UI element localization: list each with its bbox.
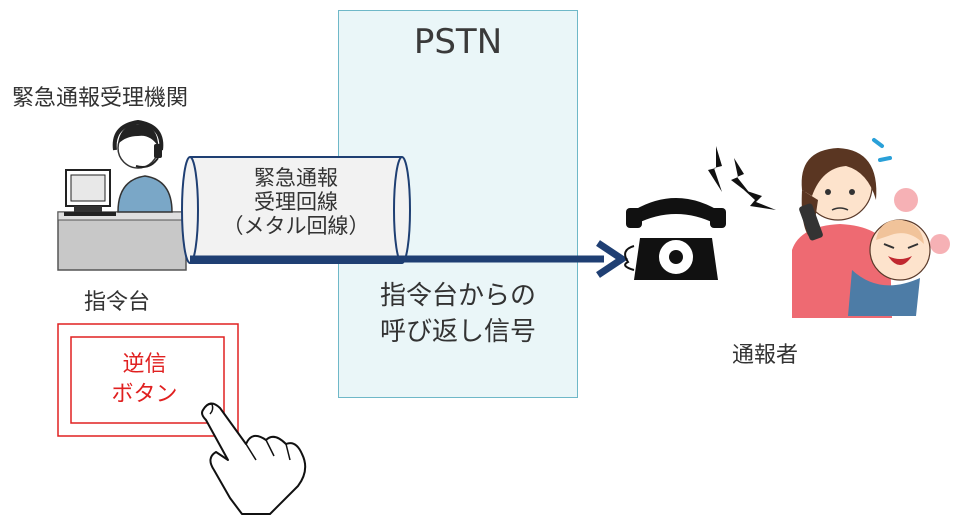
callback-label: 指令台からの 呼び返し信号 xyxy=(338,278,578,350)
reverse-signal-button[interactable]: 逆信 ボタン xyxy=(72,350,217,410)
pstn-label: PSTN xyxy=(413,22,503,62)
caller-label: 通報者 xyxy=(732,343,799,368)
operator-label: 指令台 xyxy=(84,290,151,315)
line-label-1: 緊急通報 xyxy=(254,166,338,190)
callback-arrow xyxy=(190,240,629,278)
callback-label-1: 指令台からの xyxy=(379,281,536,311)
hand-pointer-icon xyxy=(201,402,307,515)
caller-mother-icon xyxy=(792,138,950,318)
reverse-button-label-1: 逆信 xyxy=(122,352,167,377)
line-tube xyxy=(181,156,411,264)
agency-label: 緊急通報受理機関 xyxy=(12,86,189,111)
ringing-icon xyxy=(708,146,776,210)
computer-icon xyxy=(64,169,116,216)
line-label: 緊急通報 受理回線 （メタル回線） xyxy=(196,166,396,238)
line-label-2: 受理回線 xyxy=(254,190,338,214)
line-label-3: （メタル回線） xyxy=(222,214,370,238)
callback-label-2: 呼び返し信号 xyxy=(379,317,536,347)
reverse-button-label-2: ボタン xyxy=(111,382,178,407)
reverse-button-frame xyxy=(57,323,239,437)
telephone-icon xyxy=(624,198,726,280)
